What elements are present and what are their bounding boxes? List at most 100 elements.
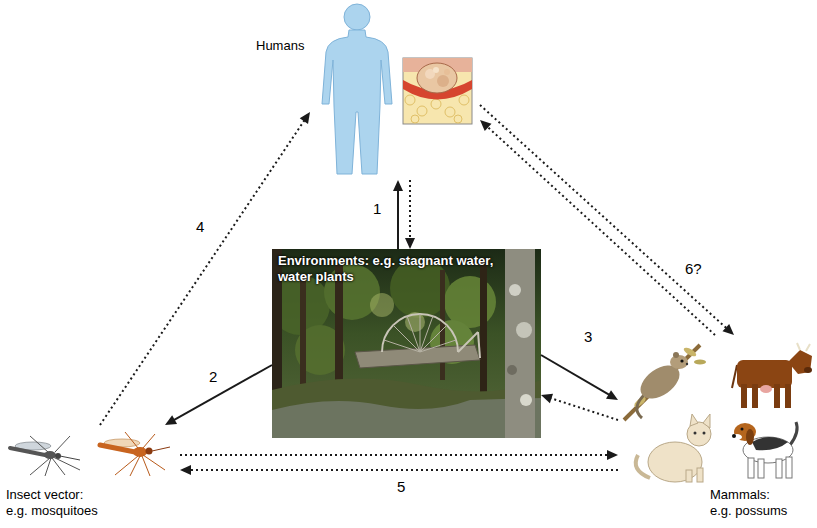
- ulcer-illustration-part-part: [445, 107, 455, 117]
- cow-drawing-part: [785, 384, 791, 408]
- ulcer-illustration-part-part: [405, 95, 415, 105]
- dog-drawing-part: [776, 459, 782, 478]
- dog-drawing-part: [746, 429, 754, 445]
- solid-arrow: [165, 365, 272, 425]
- cat-drawing-part: [697, 468, 703, 482]
- mosquito-drawing-part-part: [30, 458, 50, 475]
- mosquito-drawing-part-part: [143, 455, 165, 470]
- cow-drawing-part: [732, 365, 737, 388]
- environment-photo-part: [520, 394, 532, 406]
- dog-drawing-part: [790, 422, 797, 445]
- mosquito-drawing-part-part: [30, 436, 48, 452]
- environment-photo-part: [300, 275, 306, 395]
- cat-drawing-part: [694, 432, 697, 435]
- mosquito-drawing-part: [10, 448, 45, 455]
- ulcer-illustration-part: [403, 58, 472, 124]
- host-group: Humans: [310, 2, 480, 180]
- cat-drawing-part: [686, 470, 692, 482]
- arrow-head: [405, 238, 415, 249]
- mosquito-drawing-part-part: [52, 458, 65, 475]
- cat-drawing: [636, 414, 711, 482]
- dotted-arrow: [541, 394, 618, 420]
- mosquito-drawing-part: [60, 456, 80, 460]
- group-label: Humans: [256, 38, 304, 54]
- mosquito-drawing-part-part: [125, 432, 138, 448]
- cat-drawing-part: [636, 455, 650, 478]
- mosquito-drawing-part: [115, 432, 165, 476]
- ulcer-illustration-part: [417, 63, 457, 93]
- environment-photo-part: [509, 284, 521, 296]
- arrow-head: [606, 390, 618, 400]
- connector-line: [409, 180, 411, 241]
- dog-drawing-part: [732, 434, 742, 440]
- mosquito-drawing-part-part: [130, 456, 140, 476]
- mosquito-drawing-part-part: [115, 456, 138, 475]
- panel-heading: Environments: e.g. stagnant water, water…: [278, 253, 503, 285]
- dog-drawing: [732, 422, 797, 478]
- environment-photo-part: [382, 314, 458, 352]
- callout-number: 5: [395, 478, 407, 495]
- connector-line: [486, 125, 715, 335]
- ulcer-illustration-part: [433, 67, 439, 73]
- callout-number: 2: [207, 368, 219, 385]
- arrow-head: [722, 324, 734, 335]
- possum-drawing-part: [670, 355, 688, 369]
- arrow-head: [480, 120, 491, 131]
- environment-photo-part: [272, 398, 541, 438]
- cat-drawing-part: [703, 414, 710, 428]
- environment-photo-part: [272, 249, 541, 438]
- possum-drawing-part: [673, 352, 679, 358]
- solid-arrow: [541, 355, 618, 400]
- environment-panel: Environments: e.g. stagnant water, water…: [272, 249, 541, 438]
- environment-photo-part: [507, 365, 517, 375]
- group-label: Mammals: e.g. possums: [710, 487, 790, 519]
- environment-photo-part: [440, 270, 445, 380]
- environment-photo: [272, 249, 541, 438]
- dotted-arrow: [480, 105, 734, 335]
- callout-number: 3: [582, 328, 594, 345]
- environment-photo-part: [478, 332, 480, 358]
- human-figure-part: [344, 4, 370, 30]
- cow-drawing-part: [797, 343, 810, 351]
- dotted-arrow: [180, 465, 618, 475]
- ulcer-illustration-part-part: [454, 115, 462, 123]
- cat-drawing-part: [690, 414, 698, 426]
- environment-photo-part-part: [420, 340, 456, 352]
- cow-drawing-part: [752, 384, 758, 408]
- ulcer-illustration: [403, 58, 472, 124]
- ulcer-illustration-part-part: [411, 115, 419, 123]
- mosquito-drawing-part-part: [45, 458, 51, 476]
- dog-drawing-part: [732, 434, 736, 438]
- possum-drawing-part: [682, 346, 697, 358]
- arrow-head: [300, 112, 310, 124]
- ulcer-illustration-part: [437, 75, 449, 87]
- environment-photo-part: [384, 314, 456, 352]
- ulcer-illustration-part-part: [459, 95, 469, 105]
- possum-drawing-part: [694, 360, 706, 365]
- mosquito-drawing-part: [152, 447, 170, 451]
- mosquito-drawing: [100, 432, 170, 476]
- possum-drawing-part: [624, 345, 700, 420]
- mosquito-drawing-part-part: [53, 457, 80, 470]
- dog-drawing-part: [786, 457, 792, 478]
- dotted-arrow: [405, 180, 415, 249]
- vector-group: Insect vector: e.g. mosquitoes: [4, 425, 180, 523]
- cow-drawing-part: [737, 360, 792, 388]
- mosquito-drawing-part: [146, 448, 153, 455]
- group-label: Insect vector: e.g. mosquitoes: [6, 487, 106, 519]
- connector-line: [188, 469, 618, 471]
- environment-photo-part-part: [420, 316, 433, 352]
- dog-drawing-part: [748, 458, 754, 478]
- cow-drawing-part: [774, 384, 780, 408]
- callout-number: 6?: [683, 260, 704, 277]
- cow-drawing-part: [741, 384, 747, 408]
- arrow-head: [180, 465, 191, 475]
- mosquito-drawing: [10, 436, 80, 476]
- dog-drawing-part: [758, 459, 764, 478]
- callout-number: 1: [371, 200, 383, 217]
- cat-drawing-part: [648, 442, 702, 482]
- possum-drawing-part: [686, 363, 688, 365]
- arrow-head: [165, 415, 177, 425]
- arrow-head: [541, 394, 553, 404]
